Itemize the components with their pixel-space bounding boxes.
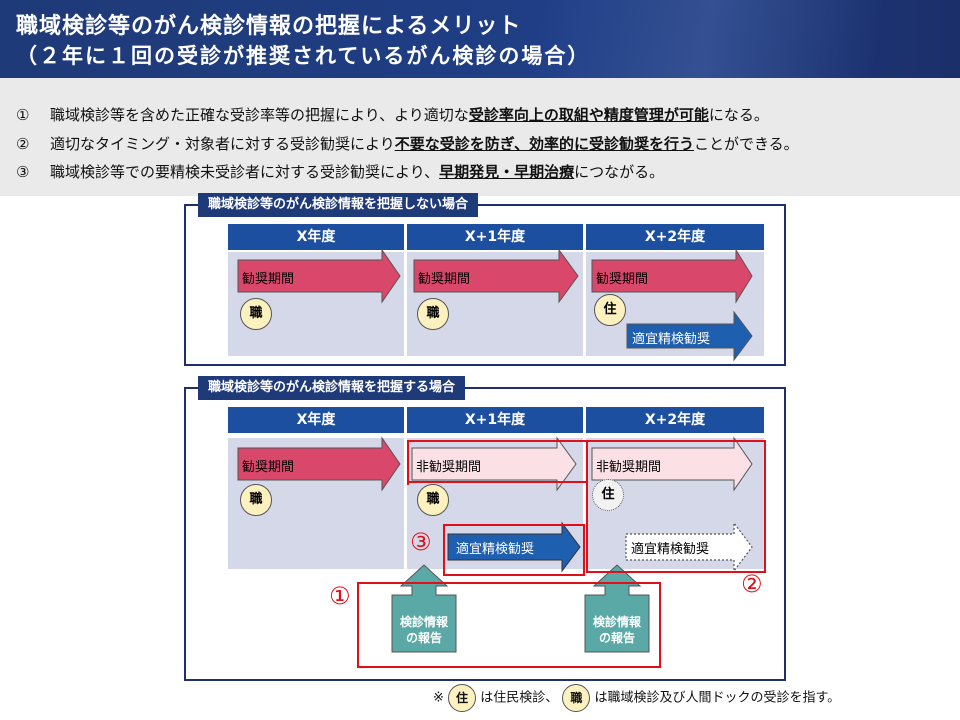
highlight-box-3 [443,524,585,576]
workplace-checkup-legend-icon: 職 [562,684,591,712]
panel-without-arrows [237,248,753,362]
merit-item-1: ① 職域検診等を含めた正確な受診率等の把握により、より適切な受診率向上の取組や精度… [16,104,769,125]
merit-text: 職域検診等を含めた正確な受診率等の把握により、より適切な [50,106,469,124]
merit-emphasis: 不要な受診を防ぎ、効率的に受診勧奨を行う [394,135,694,153]
highlight-box-2b [586,440,766,573]
page-subtitle: （２年に１回の受診が推奨されているがん検診の場合） [16,44,591,68]
merit-item-3: ③ 職域検診等での要精検未受診者に対する受診勧奨により、早期発見・早期治療につなが… [16,161,664,182]
report-label-2: 検診情報 の報告 [592,615,641,645]
recommend-arrow-1 [237,436,401,492]
highlight-box-2c [407,481,586,483]
page-title: 職域検診等のがん検診情報の把握によるメリット [16,14,522,39]
callout-number-1: ① [329,582,351,610]
arrow-label: 非勧奨期間 [596,460,662,475]
workplace-checkup-badge: 職 [417,484,449,516]
merit-emphasis: 受診率向上の取組や精度管理が可能 [468,106,709,124]
workplace-checkup-badge: 職 [240,484,272,516]
callout-number-3: ③ [410,528,432,556]
year-header-x1: X+1年度 [407,224,583,250]
workplace-checkup-badge: 職 [417,298,449,330]
followup-arrow-dashed [625,521,753,573]
year-header-x1: X+1年度 [407,407,583,433]
merit-text-end: ことができる。 [693,135,799,153]
highlight-box-1 [357,582,661,668]
year-header-x2: X+2年度 [586,224,764,250]
year-header-x: X年度 [228,224,404,250]
followup-arrow [447,521,581,573]
merit-number: ① [16,106,30,124]
arrow-label: 非勧奨期間 [416,460,482,475]
arrow-label: 勧奨期間 [242,460,295,475]
title-banner: 職域検診等のがん検診情報の把握によるメリット （２年に１回の受診が推奨されている… [0,0,960,78]
merit-number: ③ [16,163,30,181]
panel-with-info: 職域検診等のがん検診情報を把握する場合 X年度 X+1年度 X+2年度 勧奨期間… [184,376,786,681]
recommend-arrow-1 [237,248,401,304]
resident-checkup-badge: 住 [592,479,624,511]
arrow-label: 勧奨期間 [242,272,295,287]
merit-text-end: になる。 [708,106,769,124]
highlight-box-2 [407,440,587,485]
arrow-label: 適宜精検勧奨 [456,542,535,557]
arrow-label: 適宜精検勧奨 [631,542,710,557]
footnote-text-a: は住民検診、 [480,690,559,706]
resident-checkup-legend-icon: 住 [448,684,477,712]
panel-label: 職域検診等のがん検診情報を把握しない場合 [198,193,479,217]
arrow-label: 勧奨期間 [596,272,649,287]
report-label-1: 検診情報 の報告 [399,615,448,645]
merit-text: 適切なタイミング・対象者に対する受診勧奨により [50,135,395,153]
footnote-mark: ※ [433,690,444,706]
footnote: ※ 住 は住民検診、 職 は職域検診及び人間ドックの受診を指す。 [433,684,840,712]
merit-item-2: ② 適切なタイミング・対象者に対する受診勧奨により不要な受診を防ぎ、効率的に受診勧… [16,133,799,154]
year-header-x: X年度 [228,407,404,433]
recommend-arrow-3 [591,248,753,304]
merit-text: 職域検診等での要精検未受診者に対する受診勧奨により、 [50,163,440,181]
workplace-checkup-badge: 職 [240,298,272,330]
panel-without-info: 職域検診等のがん検診情報を把握しない場合 X年度 X+1年度 X+2年度 勧奨期… [184,193,786,366]
merits-list: ① 職域検診等を含めた正確な受診率等の把握により、より適切な受診率向上の取組や精度… [0,78,960,196]
recommend-arrow-2 [413,248,579,304]
banner-highlight [540,0,960,78]
panel-label: 職域検診等のがん検診情報を把握する場合 [198,376,466,400]
panel-with-arrows [237,436,753,653]
footnote-text-b: は職域検診及び人間ドックの受診を指す。 [594,690,841,706]
year-header-x2: X+2年度 [586,407,764,433]
merit-text-end: につながる。 [574,163,665,181]
merit-number: ② [16,135,30,153]
resident-checkup-badge: 住 [594,294,626,326]
arrow-label: 適宜精検勧奨 [632,332,711,347]
followup-arrow [626,310,753,362]
merit-emphasis: 早期発見・早期治療 [439,163,575,181]
non-recommend-arrow-2 [411,436,577,492]
callout-number-2: ② [741,570,763,598]
arrow-label: 勧奨期間 [418,272,471,287]
